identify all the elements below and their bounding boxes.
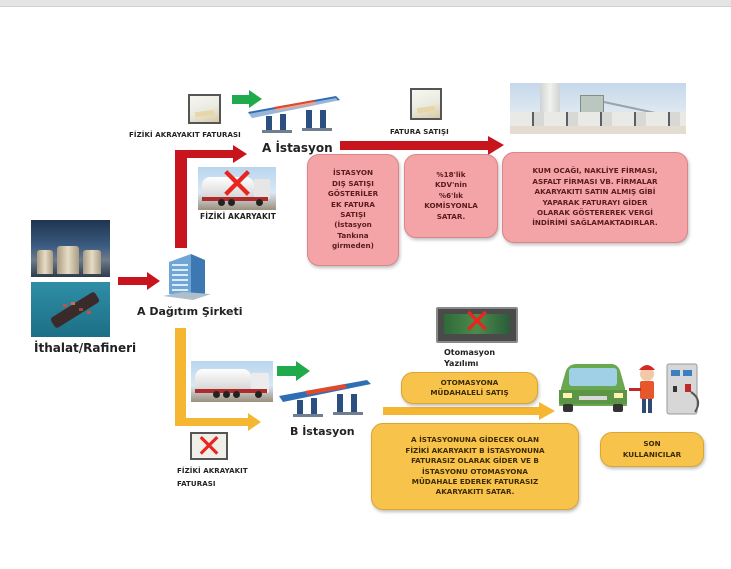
arrow-distributor-to-station-b — [175, 328, 261, 431]
automation-panel-crossed-image: ✕ — [436, 307, 518, 343]
arrow-distributor-to-station-a — [175, 145, 247, 248]
arrow-source-to-distributor — [118, 272, 160, 290]
green-arrow-a — [232, 90, 262, 108]
office-building-icon — [163, 254, 211, 300]
car-icon — [559, 364, 627, 412]
info-box-unbilled-fuel: A İSTASYONUNA GİDECEK OLAN FİZİKİ AKARYA… — [371, 423, 579, 510]
invoice-sale-label: FATURA SATIŞI — [390, 128, 449, 136]
info-box-outside-sale: İSTASYON DIŞ SATIŞI GÖSTERİLER EK FATURA… — [307, 154, 399, 266]
fuel-pump-icon — [666, 363, 700, 415]
distributor-label: A Dağıtım Şirketi — [137, 305, 243, 318]
arrow-station-b-to-end-user — [383, 402, 555, 420]
info-box-end-users: SON KULLANICILAR — [600, 432, 704, 467]
car-refueling-icon — [559, 363, 700, 415]
refinery-image — [31, 220, 110, 277]
cross-mark-icon: ✕ — [195, 432, 223, 460]
fuel-truck-b-image — [191, 361, 273, 402]
invoice-b-label: FİZİKİ AKRAYAKIT FATURASI — [177, 467, 248, 489]
source-label: İthalat/Rafineri — [34, 341, 137, 355]
info-box-manipulated-sale: OTOMASYONA MÜDAHALELİ SATIŞ — [401, 372, 538, 404]
cargo-ship-image — [31, 282, 110, 337]
invoice-sale-document-icon — [410, 88, 442, 120]
invoice-a-label: FİZİKİ AKRAYAKIT FATURASI — [129, 131, 241, 139]
cross-mark-icon: ✕ — [218, 167, 256, 210]
info-box-vat-commission: %18'lik KDV'nin %6'lık KOMİSYONLA SATAR. — [404, 154, 498, 238]
info-box-tax-deduction: KUM OCAĞI, NAKLİYE FİRMASI, ASFALT FİRMA… — [502, 152, 688, 243]
physical-fuel-a-label: FİZİKİ AKARYAKIT — [200, 212, 276, 221]
arrow-station-a-to-companies — [340, 136, 504, 155]
browser-top-bar — [0, 0, 731, 7]
station-b-label: B İstasyon — [290, 425, 355, 438]
invoice-b-crossed-icon: ✕ — [190, 432, 228, 460]
automation-software-label: Otomasyon Yazılımı — [444, 348, 496, 368]
invoice-document-icon — [188, 94, 221, 124]
green-arrow-b — [277, 361, 310, 381]
cross-mark-icon: ✕ — [462, 307, 492, 342]
gas-station-a-icon — [248, 96, 340, 133]
fuel-attendant-icon — [629, 365, 655, 413]
concrete-plant-trucks-image — [510, 83, 686, 134]
gas-station-b-icon — [279, 380, 371, 417]
fuel-truck-crossed-image: ✕ — [198, 167, 276, 210]
station-a-label: A İstasyon — [262, 141, 333, 155]
